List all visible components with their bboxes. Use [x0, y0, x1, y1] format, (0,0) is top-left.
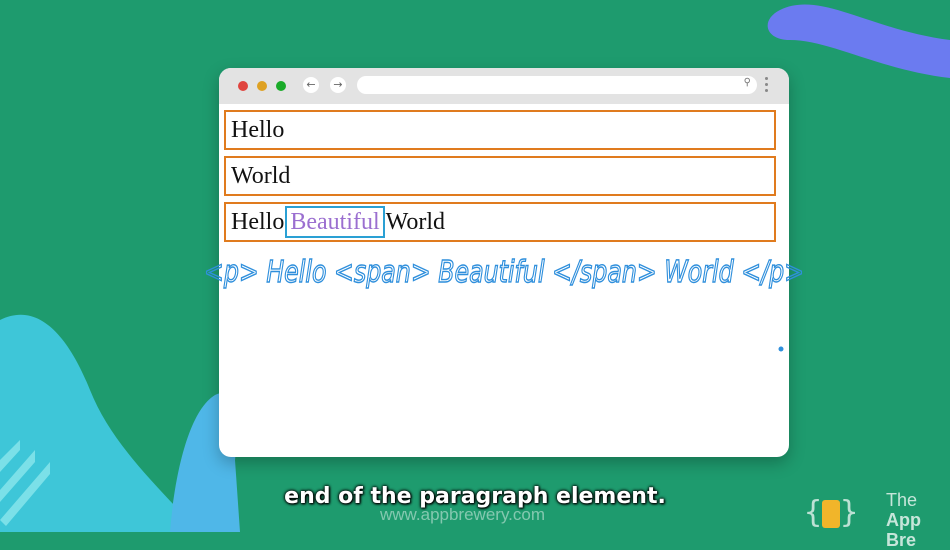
back-arrow-icon[interactable]: ← [303, 77, 319, 93]
app-brewery-logo-icon: { } [804, 495, 858, 530]
paragraph-text: Hello [231, 117, 285, 143]
span-element: Beautiful [285, 206, 385, 238]
watermark: www.appbrewery.com [380, 505, 546, 524]
paragraph-world: World [224, 156, 776, 196]
annotation-text: <p> Hello <span> Beautiful </span> World… [204, 255, 804, 290]
logo-brace-text: { } [804, 495, 858, 530]
handwritten-annotation: <p> Hello <span> Beautiful </span> World… [203, 254, 804, 290]
maximize-window-dot[interactable] [276, 81, 286, 91]
search-icon[interactable]: ⚲ [743, 77, 751, 88]
paragraph-text: World [231, 163, 291, 189]
url-input[interactable] [357, 77, 737, 95]
paragraph-hello: Hello [224, 110, 776, 150]
paragraph-text-after: World [385, 209, 446, 235]
browser-toolbar: ← → ⚲ [219, 68, 789, 104]
cursor-dot [778, 346, 784, 352]
address-bar[interactable]: ⚲ [357, 76, 757, 95]
logo-line-1: The [886, 490, 918, 510]
app-brewery-logo-text: The App Bre [886, 490, 950, 550]
close-window-dot[interactable] [238, 81, 248, 91]
forward-arrow-icon[interactable]: → [330, 77, 346, 93]
subtitle-caption: end of the paragraph element. [284, 484, 666, 509]
minimize-window-dot[interactable] [257, 81, 267, 91]
logo-line-2: App Bre [886, 510, 921, 550]
paragraph-text-before: Hello [231, 209, 285, 235]
more-options-icon[interactable] [765, 77, 769, 95]
